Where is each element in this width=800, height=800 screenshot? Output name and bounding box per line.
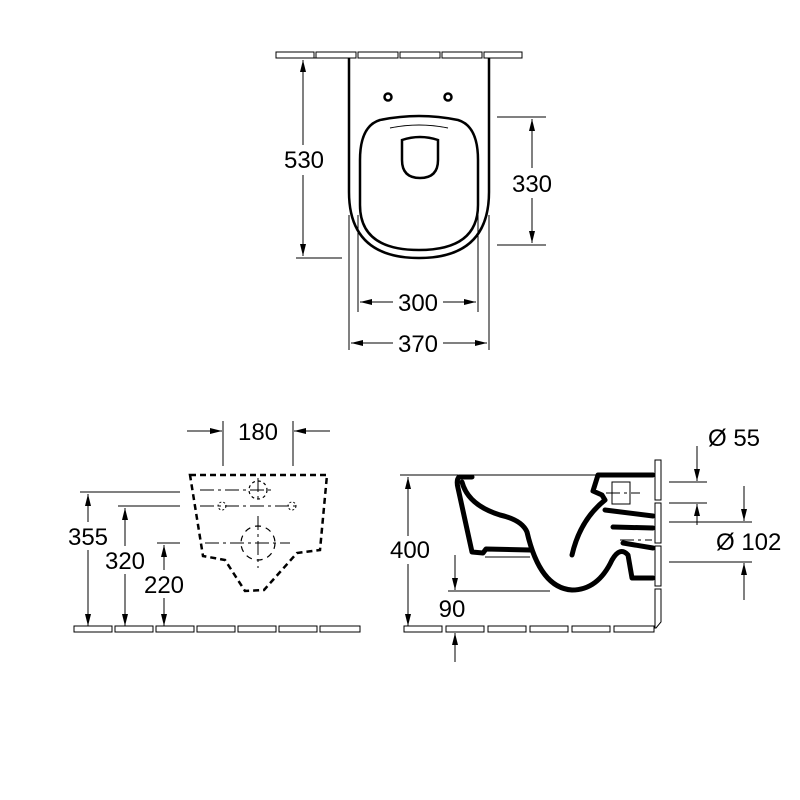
dim-outlet-diameter: Ø 102	[716, 529, 781, 556]
wall-strip	[275, 51, 523, 59]
floor-strip	[73, 625, 361, 633]
bowl-outline	[347, 58, 491, 260]
wc-outline-dashed	[188, 473, 329, 593]
dim-rim-height: 400	[390, 537, 430, 564]
front-view: 180 355 320 220	[64, 419, 361, 633]
dim-seat-width: 300	[398, 290, 438, 317]
seat-fixing-hole-right	[443, 92, 453, 102]
dim-height-320: 320	[105, 548, 145, 575]
dim-height-220: 220	[144, 572, 184, 599]
side-wall-strip	[654, 459, 662, 629]
dim-inlet-diameter: Ø 55	[708, 425, 760, 452]
dim-outlet-height: 90	[439, 596, 466, 623]
side-floor-strip	[403, 625, 655, 633]
dim-overall-width: 370	[398, 331, 438, 358]
side-view: 400 90 Ø 55 Ø 102	[386, 425, 781, 662]
bowl-profile	[454, 472, 656, 593]
dim-fixing-spacing: 180	[238, 419, 278, 446]
seat-outline	[358, 114, 480, 252]
seat-fixing-hole-left	[383, 92, 393, 102]
bowl-opening	[400, 135, 440, 180]
seat-rim-line	[389, 124, 449, 129]
top-view: 530 330 300 370	[275, 51, 556, 358]
dim-overall-length: 530	[284, 147, 324, 174]
dim-seat-length: 330	[512, 171, 552, 198]
